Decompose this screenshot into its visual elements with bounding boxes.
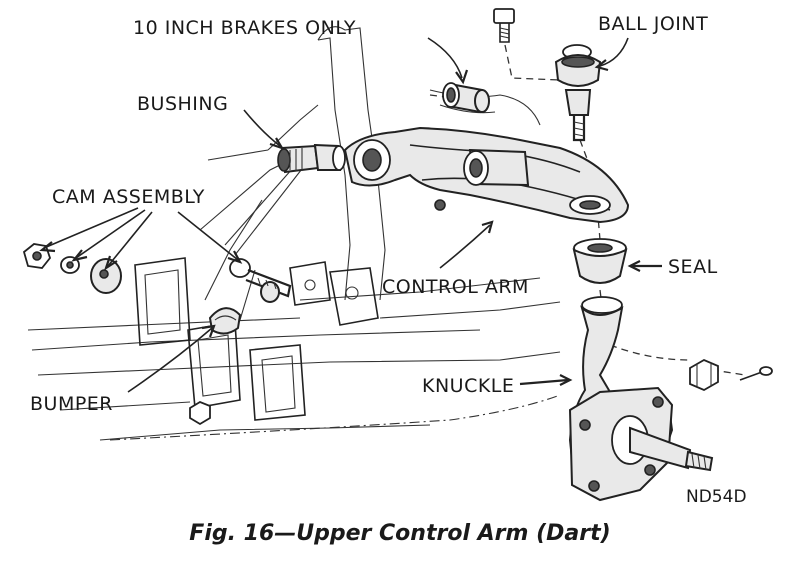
bumper: [189, 307, 242, 426]
steering-knuckle: [568, 296, 714, 502]
part-labels: 10 INCH BRAKES ONLY BALL JOINT BUSHING C…: [30, 13, 747, 507]
label-brakes: 10 INCH BRAKES ONLY: [133, 17, 356, 39]
ball-joint-bolt: [493, 8, 515, 43]
label-cam-assembly: CAM ASSEMBLY: [52, 186, 205, 208]
control-arm: [343, 126, 630, 224]
label-knuckle: KNUCKLE: [422, 375, 514, 397]
label-bushing: BUSHING: [137, 93, 228, 115]
castle-nut: [689, 358, 719, 392]
frame-structure: [27, 26, 561, 441]
seal: [572, 238, 628, 284]
label-bumper: BUMPER: [30, 393, 113, 415]
brake-bushing-sleeve: [442, 82, 490, 114]
ball-joint: [554, 44, 602, 142]
label-figure-code: ND54D: [686, 487, 747, 507]
figure-caption: Fig. 16—Upper Control Arm (Dart): [189, 521, 610, 546]
label-seal: SEAL: [668, 256, 718, 278]
label-control-arm: CONTROL ARM: [382, 276, 529, 298]
pivot-bushing: [277, 143, 346, 174]
leader-lines: [39, 37, 662, 393]
cam-assembly: [22, 243, 292, 303]
cotter-pin: [739, 366, 773, 381]
label-ball-joint: BALL JOINT: [598, 13, 708, 35]
